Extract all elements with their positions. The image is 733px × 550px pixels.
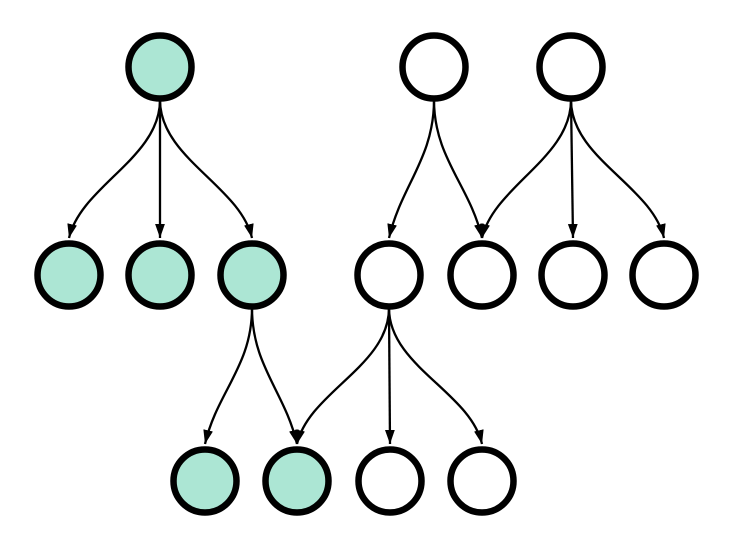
node-bottom-3 <box>355 446 425 516</box>
node-bottom-1 <box>170 446 240 516</box>
edges-layer <box>67 99 666 445</box>
node-mid-6 <box>538 240 608 310</box>
edge-top-2-to-mid-4 <box>387 99 436 239</box>
edge-top-1-to-mid-3 <box>158 99 254 239</box>
node-top-1 <box>125 32 195 102</box>
node-mid-7 <box>629 240 699 310</box>
node-top-3 <box>536 32 606 102</box>
edge-top-1-to-mid-1 <box>67 99 162 239</box>
node-bottom-2 <box>262 446 332 516</box>
edge-top-3-to-mid-7 <box>569 99 666 239</box>
nodes-layer <box>34 32 699 516</box>
edge-mid-3-to-bottom-1 <box>203 307 254 445</box>
node-mid-5 <box>447 240 517 310</box>
edge-mid-4-to-bottom-3 <box>384 307 395 445</box>
edge-top-2-to-mid-5 <box>432 99 484 239</box>
node-mid-1 <box>34 240 104 310</box>
edge-mid-4-to-bottom-2 <box>295 307 391 445</box>
edge-mid-4-to-bottom-4 <box>387 307 484 445</box>
node-mid-2 <box>125 240 195 310</box>
node-bottom-4 <box>447 446 517 516</box>
node-mid-3 <box>217 240 287 310</box>
node-mid-4 <box>354 240 424 310</box>
edge-top-3-to-mid-5 <box>480 99 573 239</box>
edge-mid-3-to-bottom-2 <box>250 307 299 445</box>
edge-top-3-to-mid-6 <box>567 99 578 239</box>
node-top-2 <box>399 32 469 102</box>
